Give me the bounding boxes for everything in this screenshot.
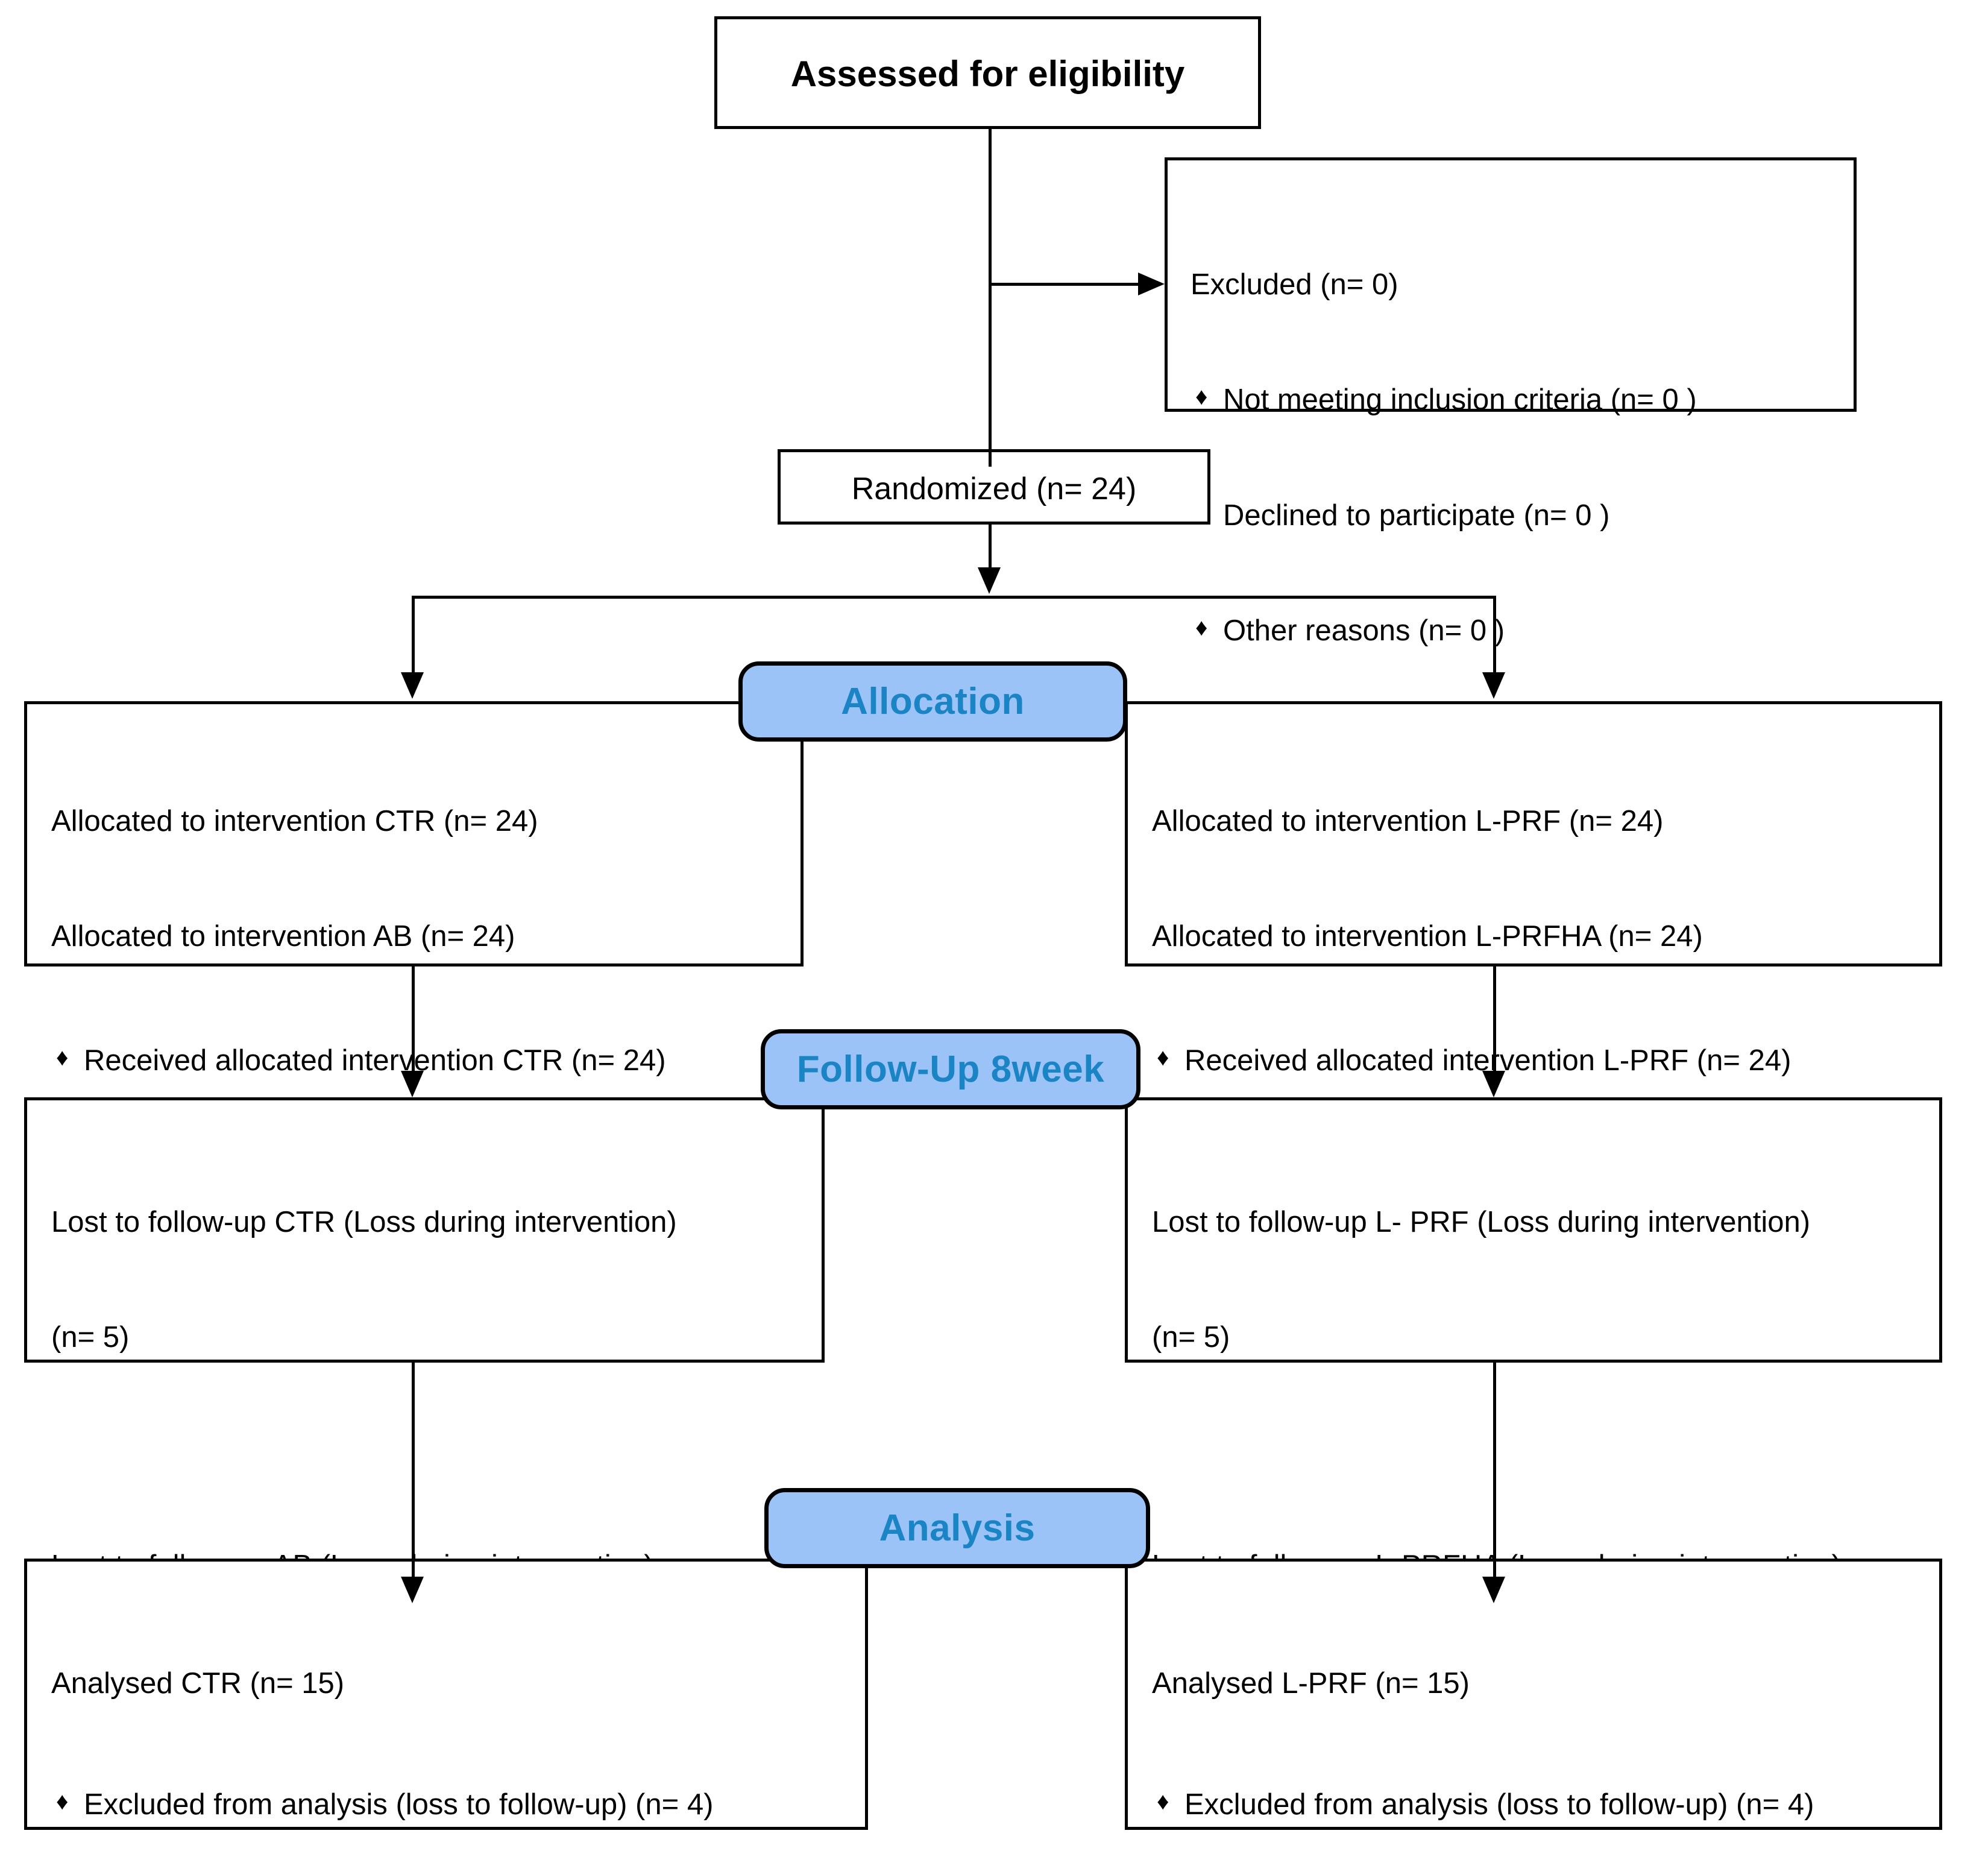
arrowhead-analysis-left xyxy=(401,1577,424,1603)
followup-left-group-a-line-1: Lost to follow-up CTR (Loss during inter… xyxy=(51,1206,677,1239)
analysis-right-group-a-heading: Analysed L-PRF (n= 15) xyxy=(1152,1667,1470,1700)
connector-followup-left-to-analysis xyxy=(412,1363,415,1578)
arrowhead-allocation-left xyxy=(401,672,424,699)
diamond-bullet-icon: ♦ xyxy=(1157,1788,1169,1815)
node-followup-left: Lost to follow-up CTR (Loss during inter… xyxy=(24,1097,825,1697)
excluded-item-3: ♦ Other reasons (n= 0 ) xyxy=(1191,612,1842,651)
stage-banner-analysis-label: Analysis xyxy=(879,1507,1036,1549)
allocation-left-line-1: Allocated to intervention CTR (n= 24) xyxy=(51,805,538,838)
stage-banner-followup-label: Follow-Up 8week xyxy=(796,1048,1105,1090)
excluded-item-2: ♦ Declined to participate (n= 0 ) xyxy=(1191,497,1842,535)
excluded-heading: Excluded (n= 0) xyxy=(1191,268,1398,301)
connector-followup-right-to-analysis xyxy=(1493,1363,1496,1578)
connector-split-right-drop xyxy=(1493,596,1496,674)
stage-banner-analysis: Analysis xyxy=(764,1488,1150,1568)
randomized-label: Randomized (n= 24) xyxy=(851,471,1137,506)
followup-left-group-a-line-2: (n= 5) xyxy=(51,1321,130,1354)
allocation-right-line-1: Allocated to intervention L-PRF (n= 24) xyxy=(1152,805,1664,838)
followup-right-group-a-line-2: (n= 5) xyxy=(1152,1321,1230,1354)
node-analysis-left: Analysed CTR (n= 15) ♦ Excluded from ana… xyxy=(24,1559,868,1830)
allocation-left-item-1: ♦ Received allocated intervention CTR (n… xyxy=(51,1042,781,1080)
analysis-right-content: Analysed L-PRF (n= 15) ♦ Excluded from a… xyxy=(1152,1588,1930,1854)
node-assessed-for-eligibility: Assessed for eligibility xyxy=(714,16,1261,129)
connector-randomized-stem xyxy=(989,525,992,570)
arrowhead-followup-left xyxy=(401,1071,424,1097)
allocation-right-line-2: Allocated to intervention L-PRFHA (n= 24… xyxy=(1152,920,1703,953)
arrowhead-followup-right xyxy=(1482,1071,1505,1097)
connector-split-left-drop xyxy=(412,596,415,674)
node-followup-right: Lost to follow-up L- PRF (Loss during in… xyxy=(1125,1097,1942,1697)
excluded-item-2-label: Declined to participate (n= 0 ) xyxy=(1223,499,1610,532)
node-excluded: Excluded (n= 0) ♦ Not meeting inclusion … xyxy=(1165,157,1857,647)
diamond-bullet-icon: ♦ xyxy=(56,1044,69,1071)
connector-allocation-right-to-followup xyxy=(1493,966,1496,1073)
arrowhead-to-excluded xyxy=(1138,273,1165,295)
node-randomized: Randomized (n= 24) xyxy=(778,449,1210,525)
diamond-bullet-icon: ♦ xyxy=(1157,1044,1169,1071)
analysis-left-group-a-item-label: Excluded from analysis (loss to follow-u… xyxy=(84,1788,714,1821)
excluded-content: Excluded (n= 0) ♦ Not meeting inclusion … xyxy=(1191,189,1842,727)
arrowhead-allocation-right xyxy=(1482,672,1505,699)
stage-banner-followup: Follow-Up 8week xyxy=(761,1029,1140,1109)
followup-right-group-a-line-1: Lost to follow-up L- PRF (Loss during in… xyxy=(1152,1206,1811,1239)
arrowhead-randomized-split xyxy=(978,567,1001,594)
analysis-right-group-a-item-label: Excluded from analysis (loss to follow-u… xyxy=(1184,1788,1814,1821)
diamond-bullet-icon: ♦ xyxy=(1195,383,1208,411)
diamond-bullet-icon: ♦ xyxy=(1195,614,1208,641)
followup-right-spacer xyxy=(1152,1434,1930,1471)
allocation-right-item-1-label: Received allocated intervention L-PRF (n… xyxy=(1184,1044,1791,1077)
diamond-bullet-icon: ♦ xyxy=(56,1788,69,1815)
analysis-left-content: Analysed CTR (n= 15) ♦ Excluded from ana… xyxy=(51,1588,847,1854)
stage-banner-allocation: Allocation xyxy=(738,661,1127,742)
analysis-right-group-a-item: ♦ Excluded from analysis (loss to follow… xyxy=(1152,1786,1930,1824)
node-analysis-right: Analysed L-PRF (n= 15) ♦ Excluded from a… xyxy=(1125,1559,1942,1830)
stage-banner-allocation-label: Allocation xyxy=(841,681,1025,722)
followup-left-spacer xyxy=(51,1434,805,1471)
connector-split-bar xyxy=(413,596,1495,599)
excluded-item-1: ♦ Not meeting inclusion criteria (n= 0 ) xyxy=(1191,381,1842,420)
arrowhead-analysis-right xyxy=(1482,1577,1505,1603)
node-allocation-right: Allocated to intervention L-PRF (n= 24) … xyxy=(1125,701,1942,1199)
followup-left-content: Lost to follow-up CTR (Loss during inter… xyxy=(51,1127,805,1777)
allocation-left-line-2: Allocated to intervention AB (n= 24) xyxy=(51,920,515,953)
connector-allocation-left-to-followup xyxy=(412,966,415,1073)
eligibility-title: Assessed for eligibility xyxy=(790,54,1185,94)
connector-eligibility-stem xyxy=(989,129,992,467)
allocation-left-item-1-label: Received allocated intervention CTR (n= … xyxy=(84,1044,666,1077)
analysis-left-group-a-item: ♦ Excluded from analysis (loss to follow… xyxy=(51,1786,847,1824)
allocation-right-item-1: ♦ Received allocated intervention L-PRF … xyxy=(1152,1042,1924,1080)
excluded-item-3-label: Other reasons (n= 0 ) xyxy=(1223,614,1505,647)
node-allocation-left: Allocated to intervention CTR (n= 24) Al… xyxy=(24,701,804,1199)
analysis-left-group-a-heading: Analysed CTR (n= 15) xyxy=(51,1667,345,1700)
connector-to-excluded xyxy=(989,283,1139,286)
excluded-item-1-label: Not meeting inclusion criteria (n= 0 ) xyxy=(1223,383,1697,417)
